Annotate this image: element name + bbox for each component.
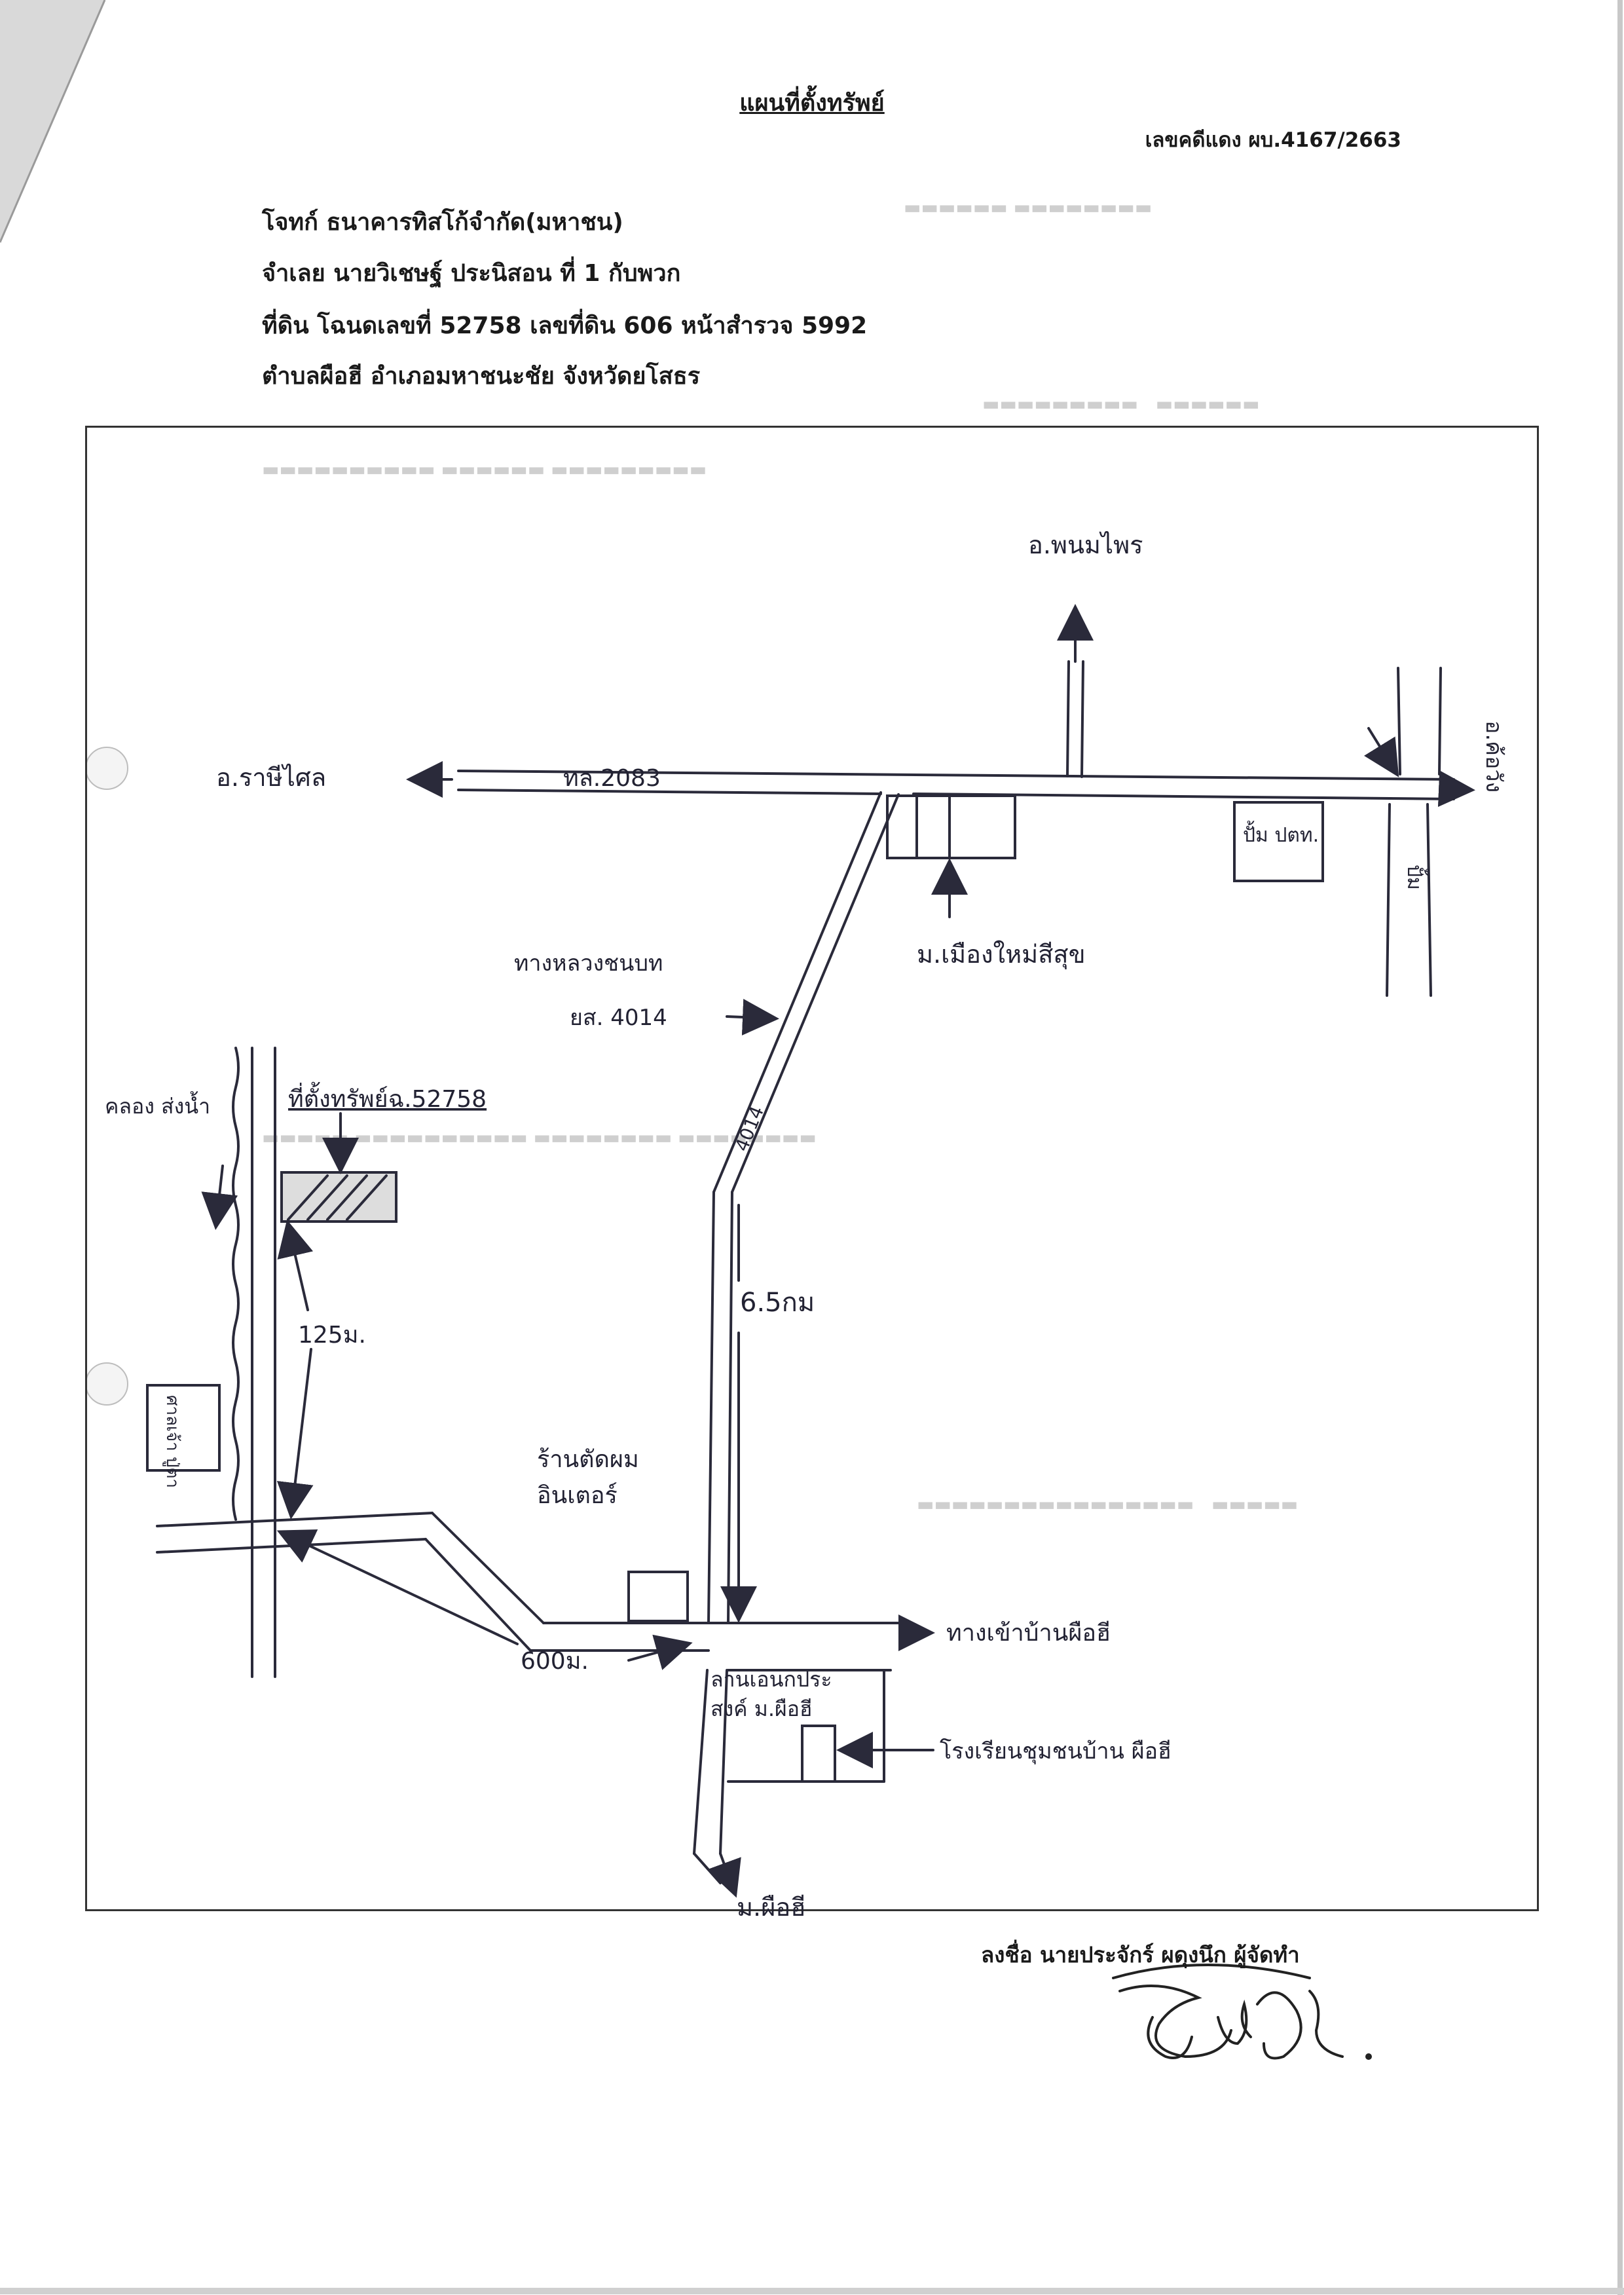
school-building — [801, 1725, 836, 1783]
show-through-text: ▬▬▬▬▬▬ ▬▬▬▬▬▬▬▬ — [904, 196, 1153, 218]
map-label-village: ม.เมืองใหม่สีสุข — [917, 940, 1086, 969]
map-label-north: อ.พนมไพร — [1028, 531, 1143, 559]
map-label-market-2: สงค์ ม.ผือฮี — [710, 1696, 813, 1721]
map-label-school: โรงเรียนชุมชนบ้าน ผือฮี — [940, 1738, 1172, 1764]
map-label-pump: ปั้ม ปตท. — [1243, 821, 1319, 847]
map-label-shrine: ศาลเจ้า ปู่ตา — [162, 1395, 182, 1488]
barber-shop — [627, 1571, 689, 1622]
land-deed-line: ที่ดิน โฉนดเลขที่ 52758 เลขที่ดิน 606 หน… — [262, 312, 868, 339]
show-through-text: ▬▬▬▬▬▬▬▬▬▬ ▬▬▬▬▬▬ ▬▬▬▬▬▬▬▬▬ — [262, 458, 707, 480]
map-label-distance-main: 6.5กม — [740, 1288, 815, 1318]
map-label-east: อ.ค้อวัง — [1481, 720, 1507, 793]
map-label-barber-2: อินเตอร์ — [537, 1482, 618, 1509]
plaintiff-line: โจทก์ ธนาคารทิสโก้จำกัด(มหาชน) — [262, 209, 623, 236]
canal — [232, 1047, 240, 1521]
property-parcel — [280, 1171, 397, 1223]
map-label-road-number: 4014 — [731, 1103, 768, 1154]
map-label-canal: คลอง ส่งน้ำ — [105, 1091, 210, 1119]
map-label-road-name: ทางหลวงชนบท — [514, 950, 663, 977]
signer-line: ลงชื่อ นายประจักร์ ผดุงนึก ผู้จัดทำ — [981, 1942, 1300, 1968]
map-label-600m: 600ม. — [521, 1648, 589, 1675]
map-label-south: ม.ผือฮี — [737, 1893, 805, 1922]
rural-road-4014 — [712, 791, 882, 1193]
show-through-text: ▬▬▬▬▬▬▬▬▬ ▬▬▬▬▬▬ — [982, 393, 1260, 415]
map-label-bridge: ปั้ม — [1403, 865, 1429, 890]
page-title: แผนที่ตั้งทรัพย์ — [739, 90, 885, 117]
map-label-barber-1: ร้านตัดผม — [537, 1446, 639, 1473]
case-number: เลขคดีแดง ผบ.4167/2663 — [1145, 128, 1401, 152]
map-frame — [85, 426, 1539, 1911]
location-line: ตำบลผือฮี อำเภอมหาชนะชัย จังหวัดยโสธร — [262, 363, 701, 390]
pump-station — [1233, 801, 1324, 882]
map-label-highway: ทล.2083 — [563, 765, 661, 792]
highway-road — [457, 770, 1455, 781]
map-label-property: ที่ตั้งทรัพย์ฉ.52758 — [288, 1081, 487, 1113]
map-label-road-right: ทางเข้าบ้านผือฮี — [946, 1620, 1111, 1647]
defendant-line: จำเลย นายวิเชษฐ์ ประนิสอน ที่ 1 กับพวก — [262, 260, 681, 287]
map-label-125m: 125ม. — [298, 1322, 366, 1349]
show-through-text: ▬▬▬▬▬▬▬▬▬▬▬▬▬▬▬▬ ▬▬▬▬▬ — [917, 1493, 1299, 1515]
map-label-market-1: ลานเอนกประ — [710, 1667, 832, 1692]
map-label-west: อ.ราษีไศล — [216, 763, 326, 792]
map-label-road-code: ยส. 4014 — [570, 1005, 667, 1031]
handwritten-signature — [1112, 1964, 1372, 2060]
shrine — [146, 1384, 221, 1472]
